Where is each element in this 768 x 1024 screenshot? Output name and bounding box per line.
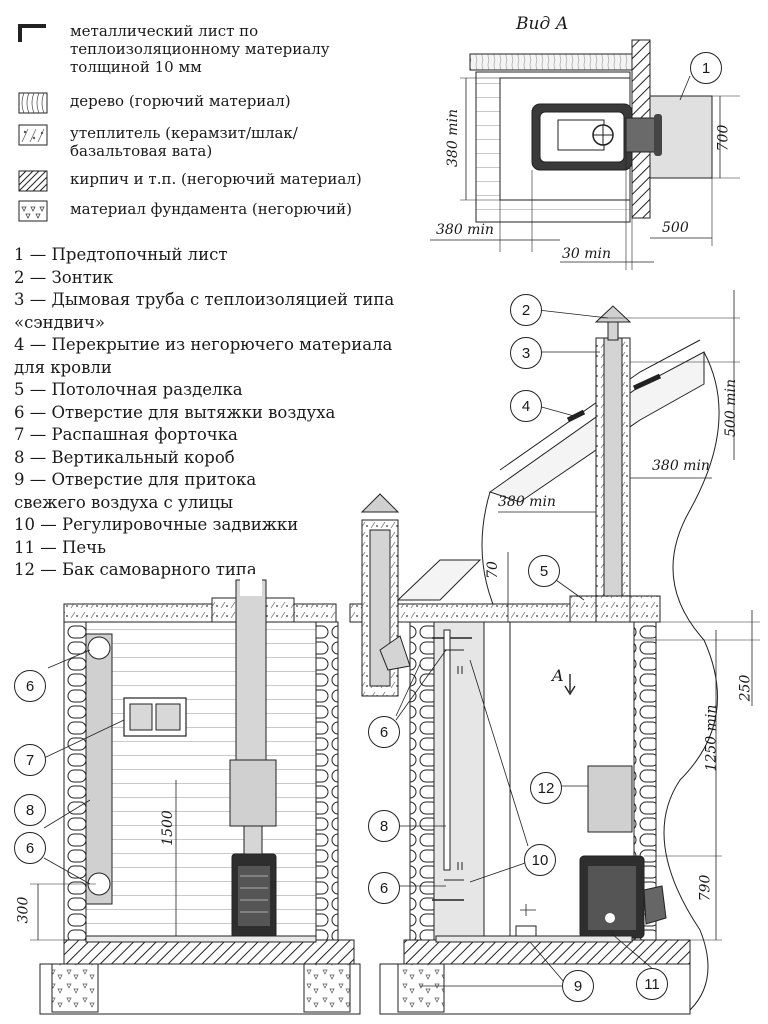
callout-12: 12: [530, 772, 562, 804]
list-item: 7 — Распашная форточка: [14, 425, 238, 444]
numbered-list: 1 — Предтопочный лист 2 — Зонтик 3 — Дым…: [14, 244, 444, 582]
dim-380-left: 380 min: [498, 494, 556, 510]
list-item: 10 — Регулировочные задвижки: [14, 515, 299, 534]
list-item: 8 — Вертикальный короб: [14, 447, 235, 467]
dim-1250: 1250 min: [703, 704, 720, 772]
list-item: «сэндвич»: [14, 312, 106, 332]
view-a-title: Вид А: [516, 14, 569, 34]
dim-380-bottom: 380 min: [436, 222, 494, 238]
callout-2: 2: [510, 294, 542, 326]
callout-8-left: 8: [14, 794, 46, 826]
dim-500: 500: [662, 220, 689, 236]
legend-text-insulation: утеплитель (керамзит/шлак/ базальтовая в…: [70, 124, 298, 160]
view-a-plan: [430, 39, 740, 270]
list-item: 5 — Потолочная разделка: [14, 380, 243, 399]
foundation-swatch-icon: [18, 200, 48, 222]
callout-8-right: 8: [368, 810, 400, 842]
list-item: 4 — Перекрытие из негорючего материала: [14, 335, 393, 354]
dim-500-roof: 500 min: [722, 379, 739, 437]
list-item: 11 — Печь: [14, 537, 107, 557]
insulation-swatch-icon: [18, 124, 48, 146]
legend-item-metal-sheet: металлический лист по теплоизоляционному…: [18, 22, 330, 76]
legend-item-foundation: материал фундамента (негорючий): [18, 200, 352, 222]
list-item: 9 — Отверстие для притока: [14, 470, 257, 489]
dim-1500: 1500: [159, 810, 176, 846]
callout-5: 5: [528, 555, 560, 587]
right-elevation: [349, 290, 760, 1015]
dim-380-right: 380 min: [652, 458, 710, 474]
list-item: свежего воздуха с улицы: [14, 492, 233, 512]
dim-70: 70: [484, 561, 501, 579]
list-item: 1 — Предтопочный лист: [14, 245, 228, 264]
legend-text-brick: кирпич и т.п. (негорючий материал): [70, 170, 362, 188]
dim-790: 790: [697, 874, 714, 902]
metal-sheet-swatch-icon: [18, 24, 46, 42]
callout-7: 7: [14, 744, 46, 776]
callout-10: 10: [524, 844, 556, 876]
callout-4: 4: [510, 390, 542, 422]
callout-6-bottom-left: 6: [14, 832, 46, 864]
callout-6-top-left: 6: [14, 670, 46, 702]
list-item: 2 — Зонтик: [14, 267, 114, 287]
arrow-a-label: A: [552, 666, 564, 685]
callout-1: 1: [690, 52, 722, 84]
list-item: для кровли: [14, 357, 112, 377]
brick-swatch-icon: [18, 170, 48, 192]
wood-swatch-icon: [18, 92, 48, 114]
list-item: 6 — Отверстие для вытяжки воздуха: [14, 402, 336, 422]
legend-item-brick: кирпич и т.п. (негорючий материал): [18, 170, 362, 192]
list-item: 3 — Дымовая труба с теплоизоляцией типа: [14, 290, 395, 309]
callout-3: 3: [510, 337, 542, 369]
dim-30: 30 min: [562, 246, 612, 262]
list-item: 12 — Бак самоварного типа: [14, 560, 257, 579]
legend-text-metal-sheet: металлический лист по теплоизоляционному…: [70, 22, 330, 76]
dim-380-vertical: 380 min: [444, 109, 461, 167]
legend-item-wood: дерево (горючий материал): [18, 92, 291, 114]
dim-300: 300: [15, 896, 32, 924]
legend-text-foundation: материал фундамента (негорючий): [70, 200, 352, 218]
legend-text-wood: дерево (горючий материал): [70, 92, 291, 110]
dim-250: 250: [737, 674, 754, 702]
left-elevation: [30, 574, 361, 1015]
legend-item-insulation: утеплитель (керамзит/шлак/ базальтовая в…: [18, 124, 298, 160]
callout-11: 11: [636, 968, 668, 1000]
dim-700: 700: [715, 124, 732, 152]
callout-6-top-right: 6: [368, 716, 400, 748]
callout-9: 9: [562, 970, 594, 1002]
callout-6-bottom-right: 6: [368, 872, 400, 904]
